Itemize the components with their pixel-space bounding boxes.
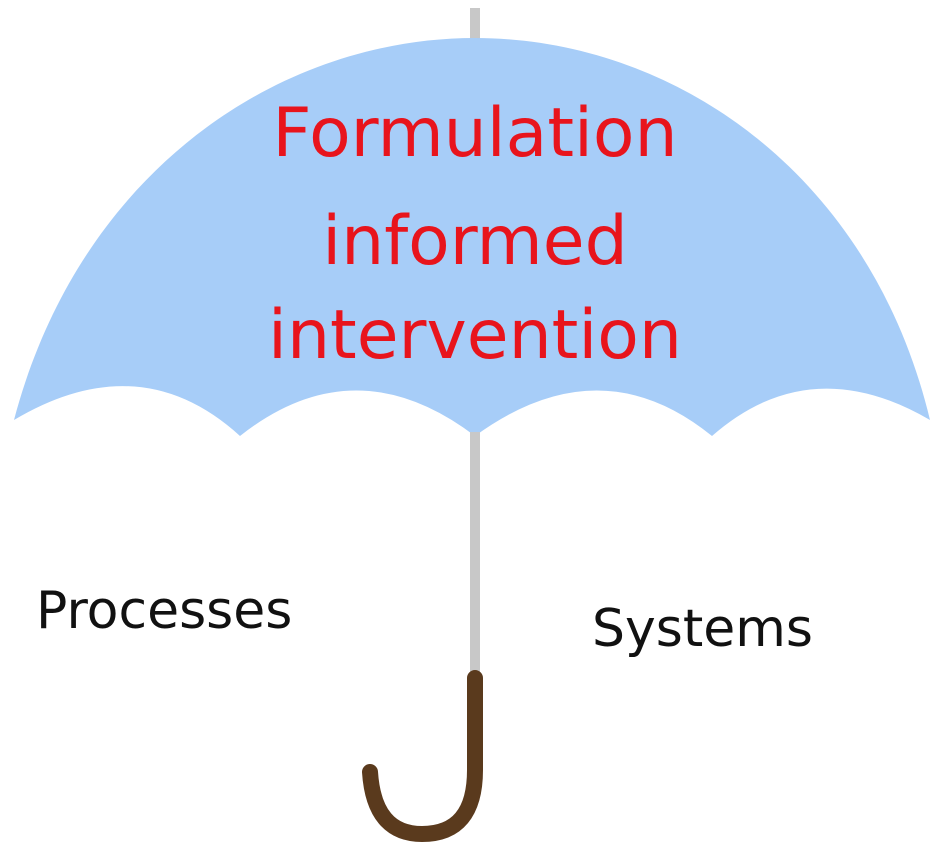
canopy-text-line-3: intervention	[268, 296, 682, 375]
umbrella-tip	[470, 8, 480, 48]
canopy-text-line-1: Formulation	[272, 94, 678, 173]
systems-label: Systems	[592, 599, 813, 659]
umbrella-handle	[362, 670, 483, 843]
canopy-text-line-2: informed	[322, 202, 628, 281]
umbrella-canopy	[14, 38, 930, 436]
umbrella-shaft	[470, 432, 480, 678]
processes-label: Processes	[36, 581, 293, 641]
